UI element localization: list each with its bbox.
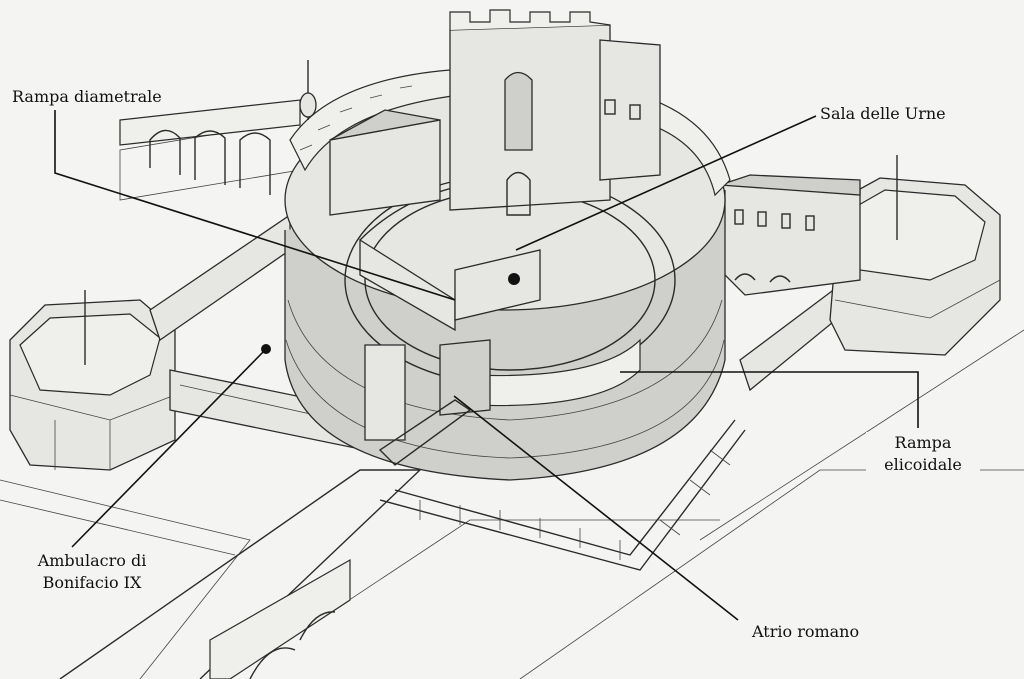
central-tower (299, 9, 661, 216)
label-rampa-elicoidale-line1: Rampa (894, 433, 952, 452)
label-ambulacro-line1: Ambulacro di (37, 551, 147, 570)
right-building (719, 174, 861, 296)
leader-lines (54, 110, 919, 621)
leader-atrio-romano (453, 395, 739, 621)
right-bastion (829, 155, 1001, 356)
center-point (508, 273, 520, 285)
label-atrio-romano: Atrio romano (750, 621, 862, 643)
label-rampa-elicoidale: Rampa elicoidale (866, 432, 980, 476)
left-bastion (9, 290, 176, 471)
label-rampa-elicoidale-line2: elicoidale (884, 455, 962, 474)
aqueduct (119, 99, 301, 195)
leader-ambulacro (71, 348, 267, 548)
label-sala-delle-urne: Sala delle Urne (818, 103, 948, 125)
entrance-block (364, 339, 491, 466)
leader-rampa-elicoidale (620, 371, 919, 428)
leader-sala-delle-urne (515, 115, 817, 251)
label-ambulacro-line2: Bonifacio IX (42, 573, 142, 592)
bridge (209, 558, 351, 679)
label-ambulacro: Ambulacro di Bonifacio IX (20, 550, 164, 594)
leader-rampa-diametrale (54, 110, 456, 301)
label-rampa-diametrale: Rampa diametrale (10, 86, 164, 108)
